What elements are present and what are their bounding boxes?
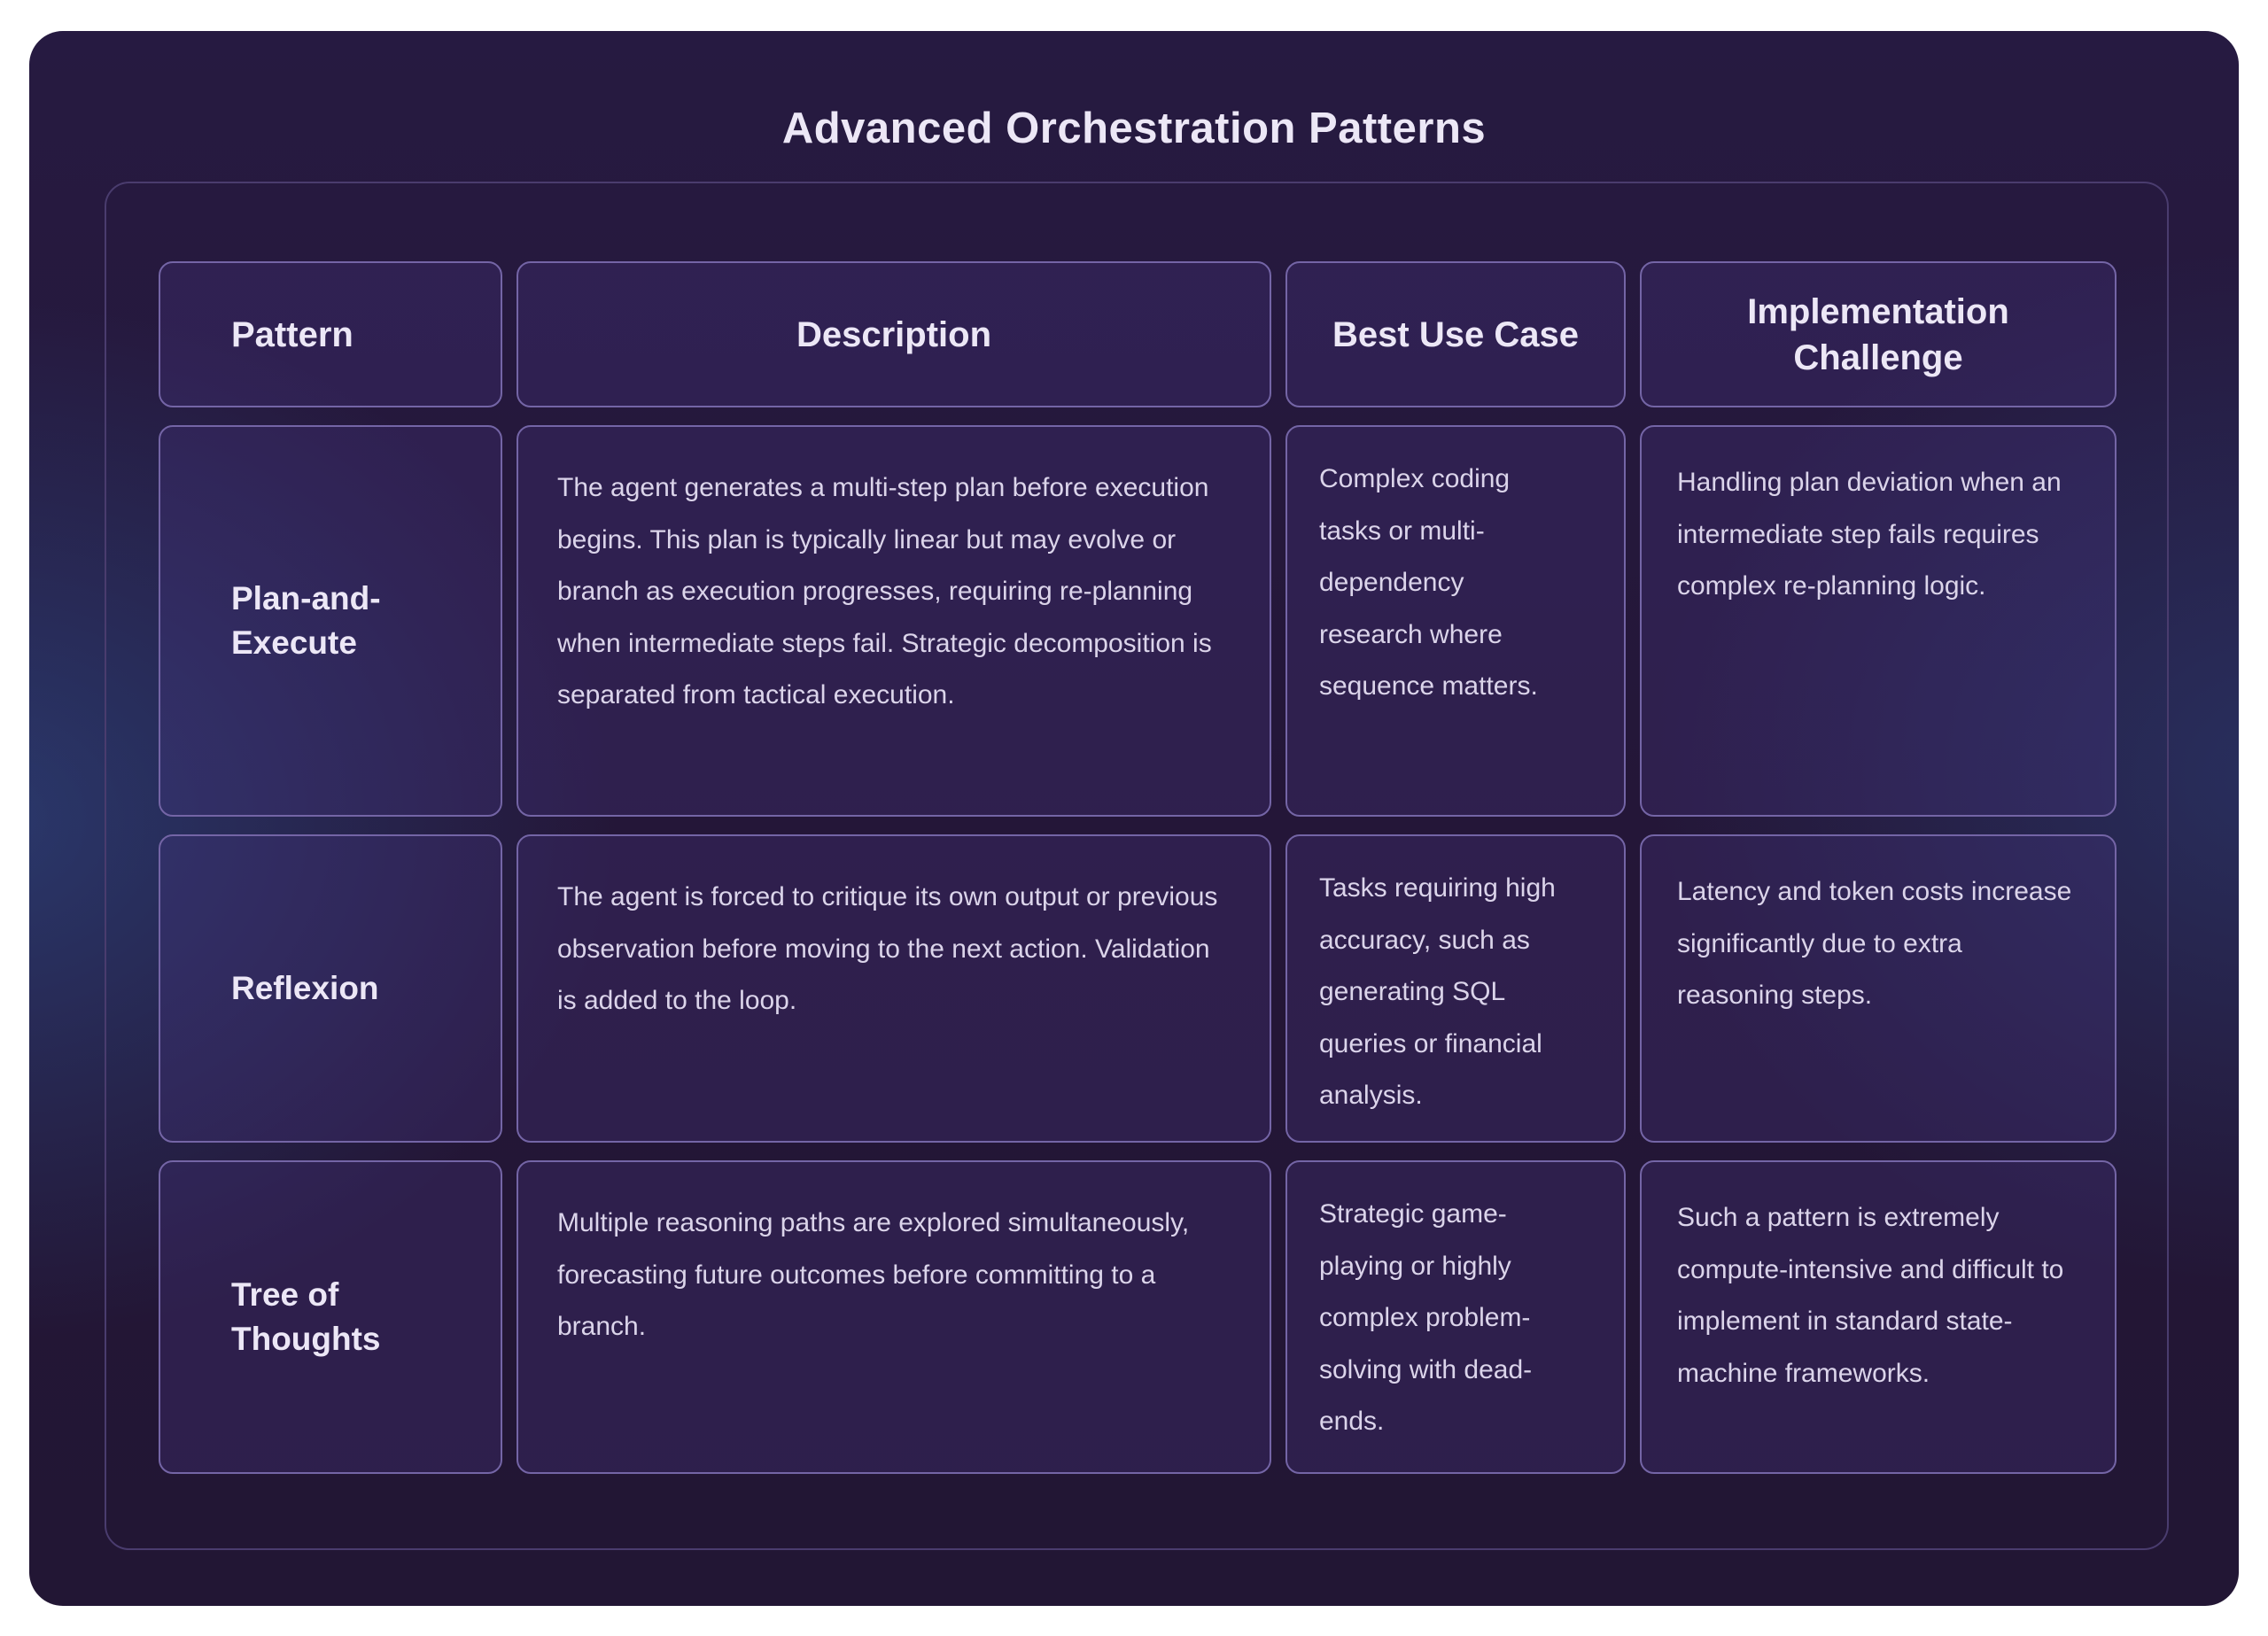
- implementation-challenge-cell-reflexion: Latency and token costs increase signifi…: [1640, 834, 2117, 1143]
- pattern-cell-tree-of-thoughts: Tree of Thoughts: [159, 1160, 502, 1474]
- page-title: Advanced Orchestration Patterns: [781, 105, 1487, 152]
- best-use-case-cell-tree-of-thoughts: Strategic game-playing or highly complex…: [1285, 1160, 1626, 1474]
- pattern-cell-plan-and-execute: Plan-and-Execute: [159, 425, 502, 817]
- description-cell-plan-and-execute: The agent generates a multi-step plan be…: [517, 425, 1271, 817]
- best-use-case-cell-reflexion: Tasks requiring high accuracy, such as g…: [1285, 834, 1626, 1143]
- header-cell-pattern: Pattern: [159, 261, 502, 407]
- pattern-cell-reflexion: Reflexion: [159, 834, 502, 1143]
- header-cell-best-use-case: Best Use Case: [1285, 261, 1626, 407]
- implementation-challenge-cell-plan-and-execute: Handling plan deviation when an intermed…: [1640, 425, 2117, 817]
- header-cell-description: Description: [517, 261, 1271, 407]
- best-use-case-cell-plan-and-execute: Complex coding tasks or multi-dependency…: [1285, 425, 1626, 817]
- implementation-challenge-cell-tree-of-thoughts: Such a pattern is extremely compute-inte…: [1640, 1160, 2117, 1474]
- description-cell-reflexion: The agent is forced to critique its own …: [517, 834, 1271, 1143]
- description-cell-tree-of-thoughts: Multiple reasoning paths are explored si…: [517, 1160, 1271, 1474]
- table-container: Pattern Description Best Use Case Implem…: [105, 182, 2169, 1550]
- slide-card: Advanced Orchestration Patterns Pattern …: [29, 31, 2239, 1606]
- header-cell-implementation-challenge: Implementation Challenge: [1640, 261, 2117, 407]
- patterns-table: Pattern Description Best Use Case Implem…: [159, 261, 2117, 1474]
